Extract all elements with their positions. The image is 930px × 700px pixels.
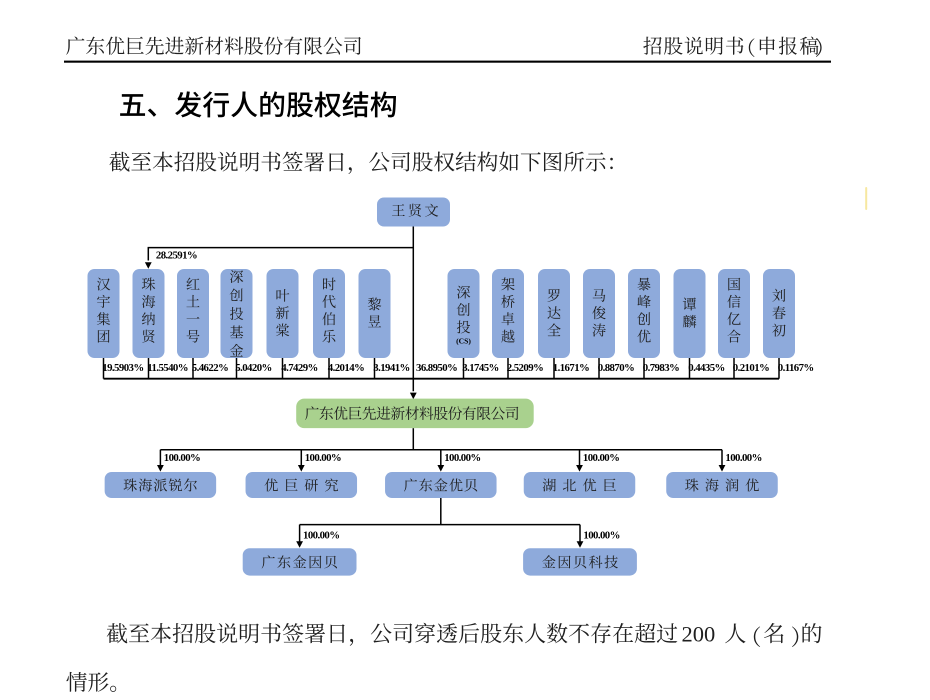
svg-text:36.8950%: 36.8950% xyxy=(416,362,457,374)
svg-text:100.00%: 100.00% xyxy=(303,530,339,542)
svg-text:11.5540%: 11.5540% xyxy=(147,362,188,374)
svg-text:(CS): (CS) xyxy=(456,337,471,346)
svg-text:28.2591%: 28.2591% xyxy=(156,250,197,262)
svg-text:19.5903%: 19.5903% xyxy=(102,362,143,374)
svg-text:0.4435%: 0.4435% xyxy=(688,362,724,374)
svg-text:5.0420%: 5.0420% xyxy=(235,362,271,374)
svg-text:1.1671%: 1.1671% xyxy=(553,362,589,374)
svg-text:3.1745%: 3.1745% xyxy=(462,362,498,374)
svg-text:0.2101%: 0.2101% xyxy=(733,362,769,374)
svg-text:100.00%: 100.00% xyxy=(305,452,341,464)
svg-text:100.00%: 100.00% xyxy=(583,452,619,464)
svg-text:4.7429%: 4.7429% xyxy=(281,362,317,374)
svg-text:4.2014%: 4.2014% xyxy=(328,362,364,374)
svg-text:5.4622%: 5.4622% xyxy=(192,362,228,374)
svg-text:100.00%: 100.00% xyxy=(583,530,619,542)
svg-text:0.8870%: 0.8870% xyxy=(598,362,634,374)
svg-text:3.1941%: 3.1941% xyxy=(373,362,409,374)
svg-text:0.1167%: 0.1167% xyxy=(778,362,814,374)
svg-text:100.00%: 100.00% xyxy=(725,452,761,464)
svg-text:2.5209%: 2.5209% xyxy=(507,362,543,374)
svg-text:100.00%: 100.00% xyxy=(444,452,480,464)
svg-text:0.7983%: 0.7983% xyxy=(643,362,679,374)
svg-text:200: 200 xyxy=(682,622,716,647)
svg-text:100.00%: 100.00% xyxy=(164,452,200,464)
